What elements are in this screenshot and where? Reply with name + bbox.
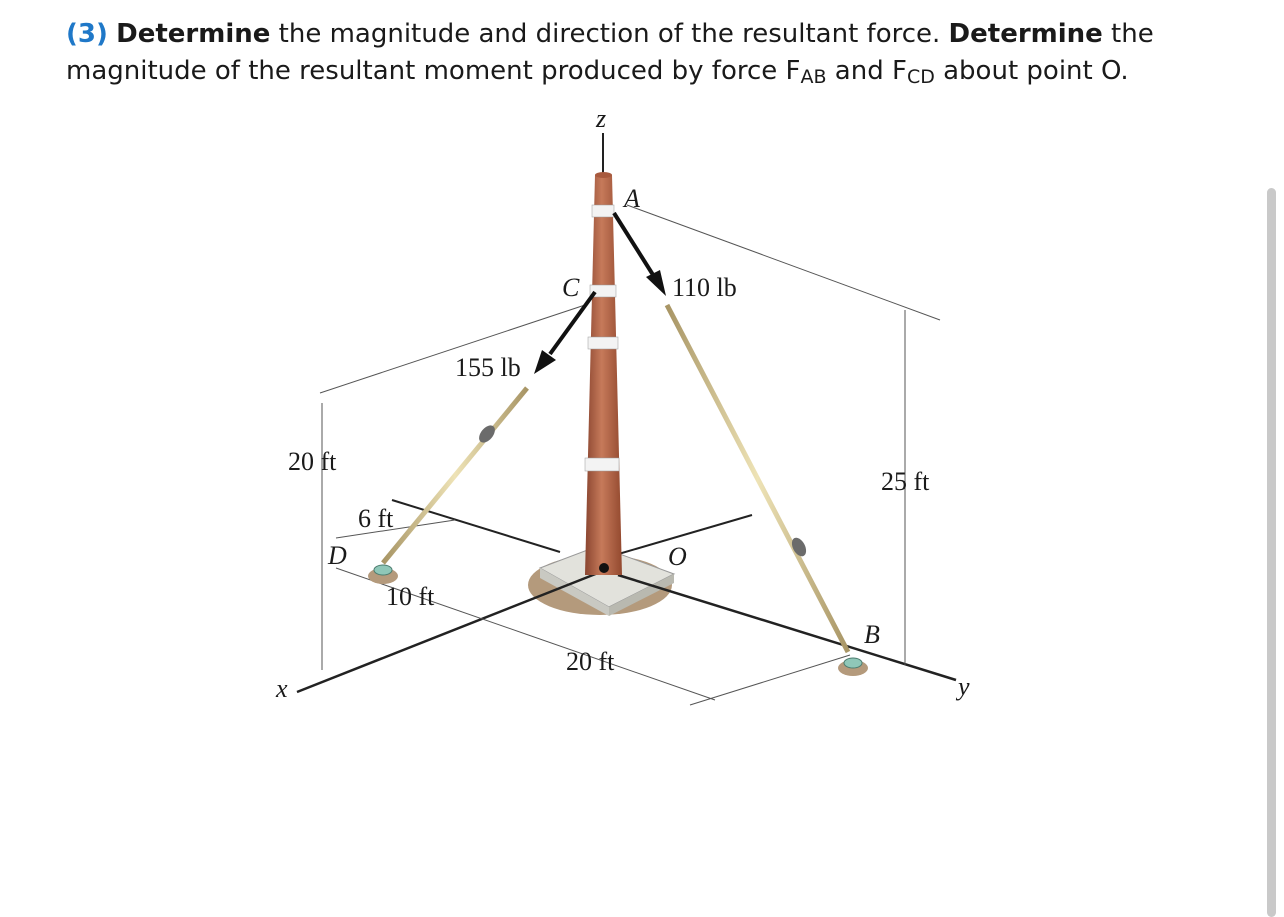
dimension-label-20ft-height: 20 ft [288, 447, 337, 476]
force-arrow-cd-shaft [548, 290, 597, 356]
point-label-d: D [327, 541, 347, 570]
x-axis [296, 571, 599, 694]
instruction-verb-2: Determine [948, 19, 1103, 49]
dim-line-y-extension [689, 654, 851, 706]
dimension-label-20ft-base: 20 ft [566, 647, 615, 676]
x-line-through-d [391, 499, 561, 553]
axis-label-x: x [275, 674, 288, 703]
pole-band [584, 457, 620, 472]
instruction-verb-1: Determine [116, 19, 271, 49]
dimension-label-6ft: 6 ft [358, 504, 394, 533]
point-label-o: O [668, 542, 687, 571]
dim-line-bottom [335, 567, 716, 701]
height-line-c [319, 304, 586, 394]
problem-number: (3) [66, 19, 108, 49]
point-o-marker [599, 563, 609, 573]
force-subscript-ab: AB [800, 66, 827, 88]
anchor-d [373, 564, 393, 576]
anchor-b [843, 657, 863, 669]
turnbuckle-cd [479, 425, 495, 443]
problem-text-2: the magnitude of the resultant moment pr… [66, 19, 1154, 86]
pole [585, 175, 622, 575]
problem-text-4: about point O. [934, 56, 1129, 86]
problem-text-1: the magnitude and direction of the resul… [270, 19, 949, 49]
pole-band [589, 284, 617, 298]
axis-label-y: y [955, 672, 970, 701]
vertical-scrollbar[interactable] [1267, 188, 1276, 917]
force-arrow-ab-shaft [612, 211, 657, 280]
cable-cd [381, 386, 529, 565]
concrete-base-right [609, 574, 674, 616]
dimension-label-25ft: 25 ft [881, 467, 930, 496]
problem-statement: (3) Determine the magnitude and directio… [66, 16, 1196, 96]
force-arrow-cd-head [534, 350, 556, 374]
pole-band [587, 336, 619, 350]
dimension-label-10ft: 10 ft [386, 582, 435, 611]
axis-label-z: z [595, 104, 606, 133]
force-arrow-ab-head [646, 270, 666, 296]
y-line-to-o [614, 514, 753, 556]
y-axis [617, 573, 957, 682]
height-line-a [626, 204, 941, 321]
point-label-c: C [562, 273, 580, 302]
cable-ab [664, 303, 851, 654]
force-label-ab: 110 lb [672, 273, 737, 302]
concrete-base-left [540, 568, 609, 616]
problem-text-3: and F [826, 56, 907, 86]
pole-band [591, 204, 615, 218]
turnbuckle-ab [791, 537, 807, 557]
point-label-a: A [622, 184, 640, 213]
force-subscript-cd: CD [906, 66, 935, 88]
pole-top [595, 172, 612, 178]
point-label-b: B [864, 620, 880, 649]
dim-line-6ft [335, 519, 456, 539]
force-label-cd: 155 lb [455, 353, 521, 382]
